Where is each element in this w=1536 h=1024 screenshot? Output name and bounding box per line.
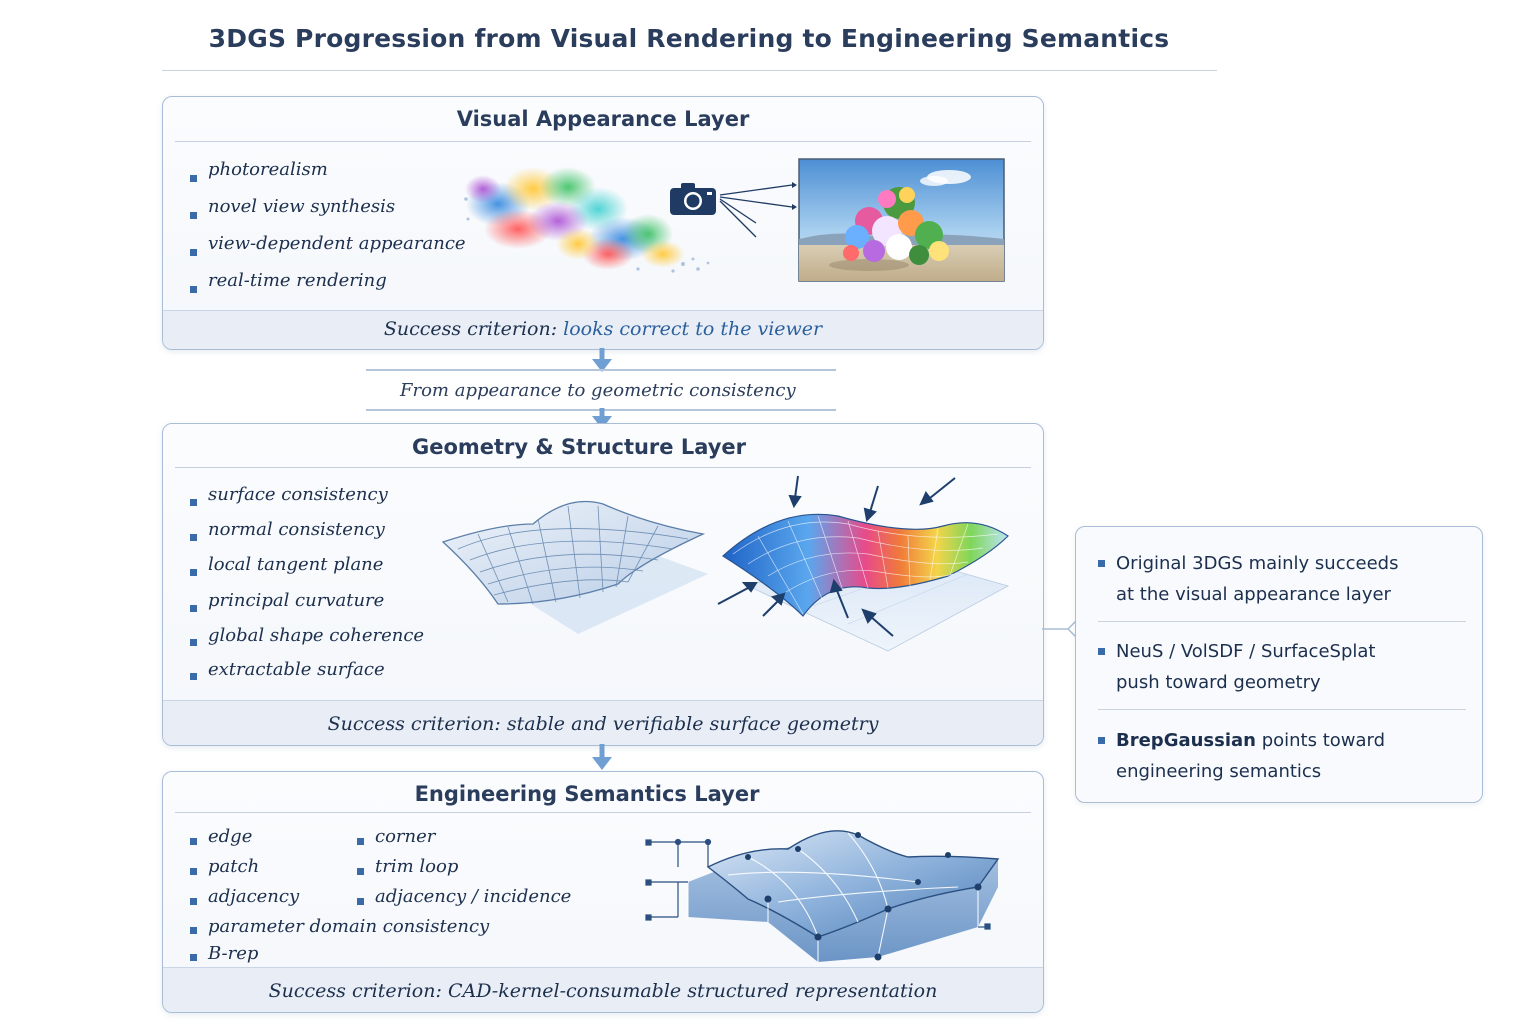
list-item: global shape coherence xyxy=(190,625,424,659)
side-note-line: at the visual appearance layer xyxy=(1116,584,1391,605)
wireframe-surface-icon xyxy=(441,500,708,634)
side-note-line: engineering semantics xyxy=(1116,761,1322,782)
curvature-surface-icon xyxy=(717,475,1010,652)
list-item: local tangent plane xyxy=(190,554,424,590)
side-note-neus: NeuS / VolSDF / SurfaceSplat push toward… xyxy=(1098,636,1476,698)
side-annotation-panel: Original 3DGS mainly succeeds at the vis… xyxy=(1075,526,1483,803)
panel-title: Geometry & Structure Layer xyxy=(411,435,747,459)
brep-model-icon xyxy=(645,830,1000,962)
flow-arrow xyxy=(592,408,612,429)
success-criterion: Success criterion: stable and verifiable… xyxy=(163,700,1043,745)
side-note-line: Original 3DGS mainly succeeds xyxy=(1116,553,1399,574)
success-text: stable and verifiable surface geometry xyxy=(506,713,879,735)
list-item: normal consistency xyxy=(190,519,424,554)
list-item: B-rep xyxy=(190,943,489,970)
list-item: adjacency xyxy=(190,886,489,916)
side-note-brepgaussian: BrepGaussian points toward engineering s… xyxy=(1098,725,1476,787)
engineering-bullet-list-right: corner trim loop adjacency / incidence xyxy=(357,826,571,916)
success-criterion: Success criterion: looks correct to the … xyxy=(163,310,1043,349)
list-item: parameter domain consistency xyxy=(190,916,489,943)
side-note-bold: BrepGaussian xyxy=(1116,730,1256,751)
title-divider xyxy=(162,70,1217,71)
panel-title: Visual Appearance Layer xyxy=(456,107,750,131)
camera-icon xyxy=(670,183,716,215)
geometry-structure-panel: Geometry & Structure Layer surface consi… xyxy=(162,423,1044,746)
gaussian-splat-cloud-icon xyxy=(464,167,710,273)
visual-bullet-list: photorealism novel view synthesis view-d… xyxy=(190,159,466,307)
panel-divider xyxy=(175,812,1031,813)
side-note-original-3dgs: Original 3DGS mainly succeeds at the vis… xyxy=(1098,548,1476,610)
success-label: Success criterion: xyxy=(383,318,558,340)
side-panel-connector xyxy=(1042,620,1077,638)
engineering-semantics-panel: Engineering Semantics Layer edge patch a… xyxy=(162,771,1044,1013)
panel-divider xyxy=(175,467,1031,468)
side-divider xyxy=(1098,709,1466,710)
list-item: surface consistency xyxy=(190,484,424,519)
success-label: Success criterion: xyxy=(327,713,501,735)
list-item: edge xyxy=(190,826,489,856)
list-item: real-time rendering xyxy=(190,270,466,307)
panel-divider xyxy=(175,141,1031,142)
list-item: view-dependent appearance xyxy=(190,233,466,270)
side-note-line: NeuS / VolSDF / SurfaceSplat xyxy=(1116,641,1376,662)
geometry-bullet-list: surface consistency normal consistency l… xyxy=(190,484,424,693)
diagram-title: 3DGS Progression from Visual Rendering t… xyxy=(208,24,1170,53)
list-item: patch xyxy=(190,856,489,886)
flow-arrow xyxy=(592,744,612,770)
rendered-photo-image xyxy=(798,158,1005,282)
list-item: principal curvature xyxy=(190,590,424,625)
side-note-line: push toward geometry xyxy=(1116,672,1321,693)
panel-title: Engineering Semantics Layer xyxy=(414,782,760,806)
success-label: Success criterion: xyxy=(268,980,442,1002)
transition-divider-top xyxy=(366,369,836,371)
list-item: novel view synthesis xyxy=(190,196,466,233)
success-criterion: Success criterion: CAD-kernel-consumable… xyxy=(163,967,1043,1012)
list-item: trim loop xyxy=(357,856,571,886)
camera-rays xyxy=(719,182,797,238)
side-divider xyxy=(1098,621,1466,622)
success-text: CAD-kernel-consumable structured represe… xyxy=(447,980,938,1002)
flow-arrow xyxy=(592,348,612,372)
list-item: extractable surface xyxy=(190,659,424,693)
list-item: adjacency / incidence xyxy=(357,886,571,916)
visual-appearance-panel: Visual Appearance Layer photorealism nov… xyxy=(162,96,1044,350)
success-text: looks correct to the viewer xyxy=(563,318,823,340)
side-note-line: points toward xyxy=(1255,730,1386,751)
list-item: photorealism xyxy=(190,159,466,196)
engineering-bullet-list-left: edge patch adjacency parameter domain co… xyxy=(190,826,489,970)
transition-text: From appearance to geometric consistency xyxy=(400,380,796,401)
list-item: corner xyxy=(357,826,571,856)
